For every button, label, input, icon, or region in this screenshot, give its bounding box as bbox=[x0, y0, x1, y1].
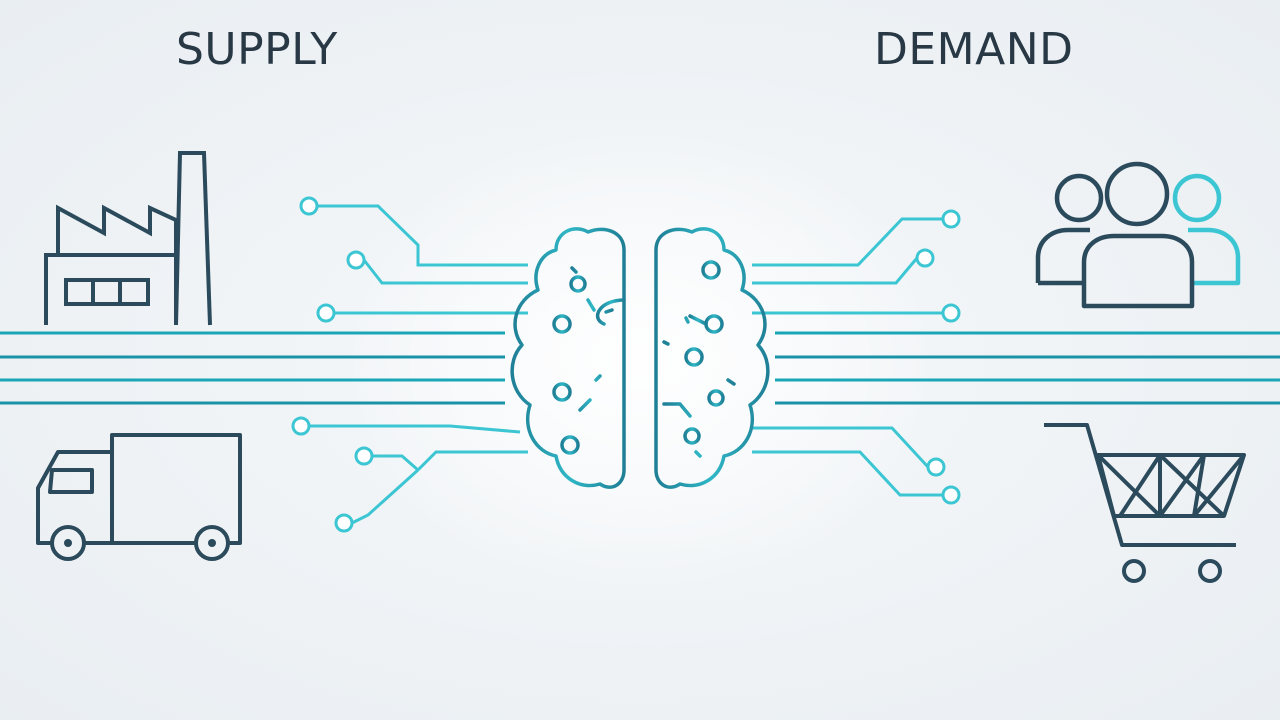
right-circuit-traces bbox=[752, 209, 961, 505]
people-group-icon bbox=[1035, 161, 1241, 309]
shopping-cart-icon bbox=[1044, 423, 1246, 583]
data-bus-lines bbox=[0, 331, 1280, 405]
demand-label: DEMAND bbox=[874, 24, 1074, 75]
supply-label: SUPPLY bbox=[176, 24, 338, 75]
brain-circuit-icon bbox=[504, 227, 626, 489]
left-circuit-traces bbox=[291, 196, 528, 533]
truck-icon bbox=[36, 433, 242, 561]
brain-right-hemisphere bbox=[654, 227, 776, 489]
factory-icon bbox=[44, 151, 212, 326]
